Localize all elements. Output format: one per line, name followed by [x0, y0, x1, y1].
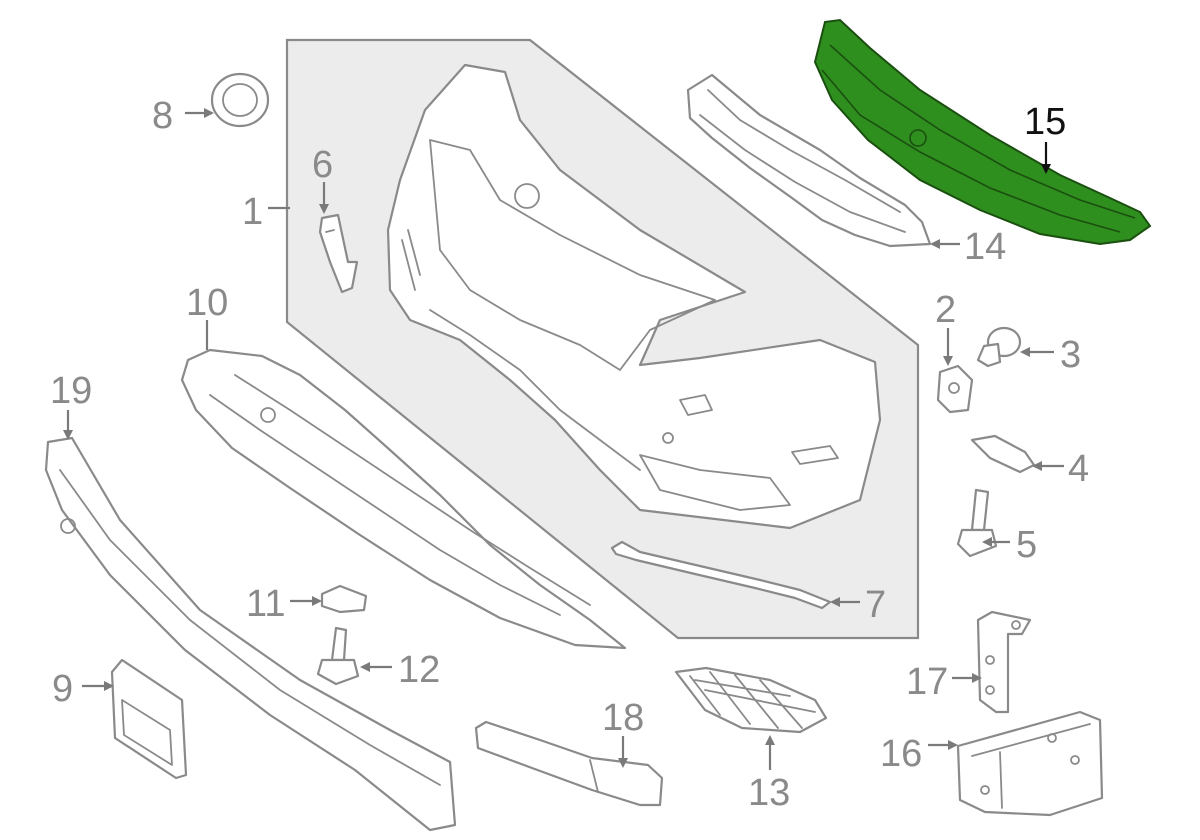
part-6-bracket[interactable]	[318, 213, 359, 294]
part-17-bracket[interactable]	[976, 610, 1032, 714]
callout-7[interactable]: 7	[865, 584, 886, 626]
callout-10[interactable]: 10	[186, 282, 228, 324]
part-2-clip-nut[interactable]	[936, 364, 974, 414]
callout-14[interactable]: 14	[964, 226, 1006, 268]
callout-3[interactable]: 3	[1060, 334, 1081, 376]
part-4-bracket-clip[interactable]	[970, 434, 1036, 474]
part-7-trim-strip[interactable]	[610, 540, 832, 610]
callout-13[interactable]: 13	[748, 772, 790, 814]
callout-6[interactable]: 6	[312, 144, 333, 186]
part-14-absorber[interactable]	[686, 73, 932, 248]
callout-11[interactable]: 11	[246, 583, 285, 625]
callout-8[interactable]: 8	[152, 95, 173, 137]
callout-17[interactable]: 17	[906, 661, 948, 703]
callout-15[interactable]: 15	[1024, 101, 1066, 143]
callout-18[interactable]: 18	[602, 697, 644, 739]
callout-2[interactable]: 2	[935, 289, 956, 331]
part-10-splash-shield[interactable]	[180, 348, 627, 650]
callouts: 1 2 3 4 5 6 7 8 9 10 11 12 13 14 15 16 1…	[50, 95, 1089, 814]
part-11-clip[interactable]	[320, 584, 368, 614]
callout-16[interactable]: 16	[880, 733, 922, 775]
part-19-impact-bar[interactable]	[44, 436, 457, 832]
part-3-push-clip[interactable]	[976, 326, 1022, 368]
callout-19[interactable]: 19	[50, 370, 92, 412]
callout-5[interactable]: 5	[1016, 524, 1037, 566]
part-13-grille-insert[interactable]	[674, 666, 828, 734]
callout-4[interactable]: 4	[1068, 448, 1089, 490]
callout-9[interactable]: 9	[52, 668, 73, 710]
callout-1[interactable]: 1	[242, 191, 263, 233]
part-12-screw[interactable]	[316, 626, 360, 686]
part-15-grille-reinforcement[interactable]	[813, 18, 1152, 246]
leader-lines	[63, 108, 1064, 770]
callout-12[interactable]: 12	[398, 649, 440, 691]
part-1-bumper-cover[interactable]	[386, 63, 882, 530]
part-18-side-trim[interactable]	[474, 720, 664, 807]
part-16-mounting-bracket[interactable]	[956, 710, 1104, 817]
part-5-bolt[interactable]	[956, 488, 998, 558]
part-8-ring[interactable]	[210, 72, 270, 128]
part-9-license-plate-bracket[interactable]	[110, 658, 188, 780]
